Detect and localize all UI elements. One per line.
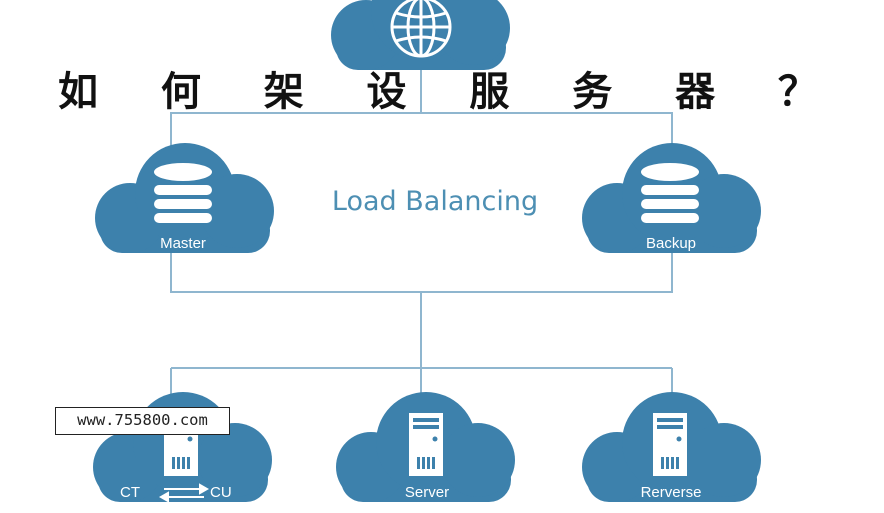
page-title: 如 何 架 设 服 务 器 ？ [58, 58, 818, 118]
title-char: 何 [160, 68, 201, 115]
cu-label: CU [210, 484, 232, 501]
database-icon [154, 163, 212, 223]
backup-label: Backup [645, 235, 697, 252]
globe-icon [390, 0, 452, 58]
database-icon [641, 163, 699, 223]
title-char: 设 [366, 68, 407, 115]
title-char: 如 [58, 68, 98, 115]
title-char: 务 [572, 68, 613, 115]
ct-label: CT [120, 484, 140, 501]
title-char: ？ [777, 68, 818, 115]
title-char: 器 [675, 68, 716, 115]
watermark: www.755800.com [55, 407, 230, 435]
reverse-label: Rerverse [640, 484, 702, 501]
master-label: Master [160, 235, 206, 252]
server-tower-icon [409, 413, 443, 476]
load-balancing-label: Load Balancing [331, 186, 539, 217]
server-label: Server [404, 484, 450, 501]
title-char: 架 [263, 68, 304, 115]
swap-arrows-icon [158, 483, 210, 503]
title-char: 服 [469, 68, 510, 115]
server-tower-icon [653, 413, 687, 476]
